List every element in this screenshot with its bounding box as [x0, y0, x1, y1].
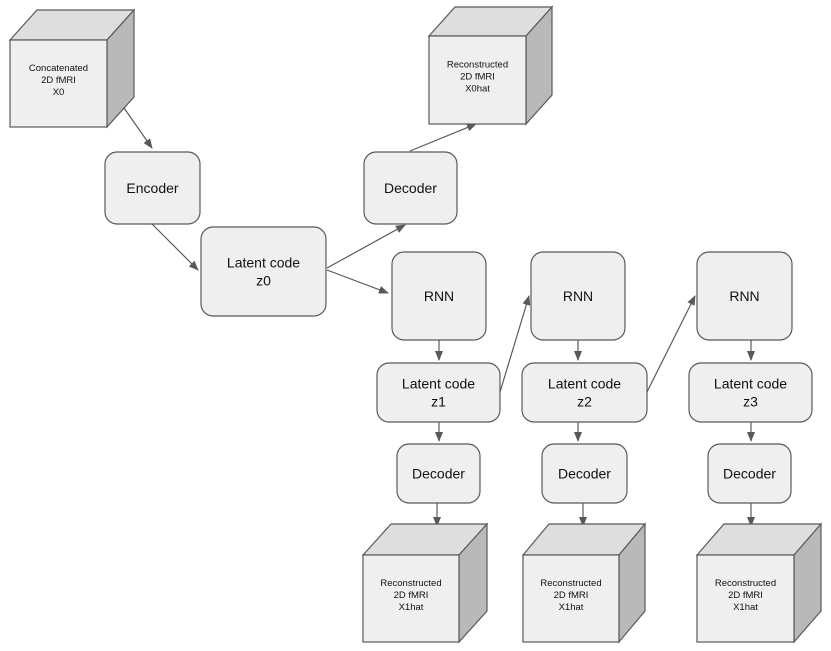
rnn-3-box: RNN — [696, 251, 793, 341]
reconstructed-x1hat-cube-1-front-face — [362, 554, 460, 643]
latent-code-z0-box: Latent code z0 — [200, 226, 327, 317]
recon-1-label-line-3: X1hat — [399, 602, 424, 613]
decoder-2-box: Decoder — [541, 443, 628, 504]
recon-3-label-line-1: Reconstructed — [715, 578, 776, 589]
decoder-top-box-shape — [363, 151, 458, 225]
reconstructed-x1hat-cube-2-front-face — [522, 554, 620, 643]
recon-top-label-line-3: X0hat — [465, 83, 490, 94]
rnn-1-box: RNN — [391, 251, 487, 341]
recon-3-label-line-2: 2D fMRI — [728, 590, 763, 601]
rnn-2-box-shape — [530, 251, 626, 341]
latent-code-z2-box: Latent code z2 — [521, 362, 648, 423]
reconstructed-x0hat-cube-front-face — [428, 35, 527, 125]
latent-z2-label-line-2: z2 — [577, 393, 592, 409]
latent-z3-label-line-2: z3 — [743, 393, 758, 409]
latent-z0-label-line-1: Latent code — [227, 254, 300, 270]
latent-z3-label-line-1: Latent code — [714, 375, 787, 391]
recon-2-label-line-1: Reconstructed — [540, 578, 601, 589]
recon-1-label-line-1: Reconstructed — [380, 578, 441, 589]
latent-z1-label-line-2: z1 — [431, 393, 446, 409]
rnn-1-label-line-1: RNN — [424, 288, 454, 304]
latent-z0-label-line-2: z0 — [256, 272, 271, 288]
decoder-top-label-line-1: Decoder — [384, 180, 437, 196]
arrow-latent-z1-to-rnn-2 — [499, 295, 531, 393]
input-cube-label-line-2: 2D fMRI — [41, 75, 76, 86]
arrow-latent-z0-to-decoder-top — [326, 224, 406, 269]
encoder-box-shape — [104, 151, 201, 225]
edges-layer — [123, 107, 755, 527]
latent-code-z0-box-shape — [200, 226, 327, 317]
recon-2-label-line-2: 2D fMRI — [554, 590, 589, 601]
arrow-encoder-to-latent-z0 — [151, 223, 199, 271]
arrow-latent-z0-to-rnn-1 — [326, 269, 389, 294]
arrow-decoder-top-to-recon-top — [409, 123, 477, 152]
rnn-2-box: RNN — [530, 251, 626, 341]
arrow-latent-z2-to-rnn-3 — [646, 295, 696, 393]
rnn-2-label-line-1: RNN — [563, 288, 593, 304]
recon-1-label-line-2: 2D fMRI — [394, 590, 429, 601]
decoder-3-box-shape — [707, 443, 792, 504]
latent-z1-label-line-1: Latent code — [402, 375, 475, 391]
decoder-1-label-line-1: Decoder — [412, 465, 465, 481]
rnn-1-box-shape — [391, 251, 487, 341]
rnn-3-box-shape — [696, 251, 793, 341]
input-cube-label-line-3: X0 — [53, 87, 65, 98]
decoder-2-label-line-1: Decoder — [558, 465, 611, 481]
decoder-3-label-line-1: Decoder — [723, 465, 776, 481]
input-fmri-cube-front-face — [9, 39, 108, 128]
recon-3-label-line-3: X1hat — [733, 602, 758, 613]
latent-code-z1-box-shape — [376, 362, 501, 423]
arrow-input-cube-to-encoder — [123, 107, 153, 149]
input-cube-label-line-1: Concatenated — [29, 63, 88, 74]
latent-code-z2-box-shape — [521, 362, 648, 423]
latent-code-z1-box: Latent code z1 — [376, 362, 501, 423]
latent-z2-label-line-1: Latent code — [548, 375, 621, 391]
recon-top-label-line-1: Reconstructed — [447, 59, 508, 70]
recon-top-label-line-2: 2D fMRI — [460, 71, 495, 82]
decoder-1-box-shape — [396, 443, 481, 504]
recon-2-label-line-3: X1hat — [559, 602, 584, 613]
decoder-2-box-shape — [541, 443, 628, 504]
latent-code-z3-box: Latent code z3 — [688, 362, 813, 423]
decoder-3-box: Decoder — [707, 443, 792, 504]
rnn-3-label-line-1: RNN — [729, 288, 759, 304]
reconstructed-x1hat-cube-3-front-face — [696, 554, 795, 643]
encoder-box: Encoder — [104, 151, 201, 225]
encoder-label-line-1: Encoder — [126, 180, 178, 196]
decoder-1-box: Decoder — [396, 443, 481, 504]
decoder-top-box: Decoder — [363, 151, 458, 225]
latent-code-z3-box-shape — [688, 362, 813, 423]
